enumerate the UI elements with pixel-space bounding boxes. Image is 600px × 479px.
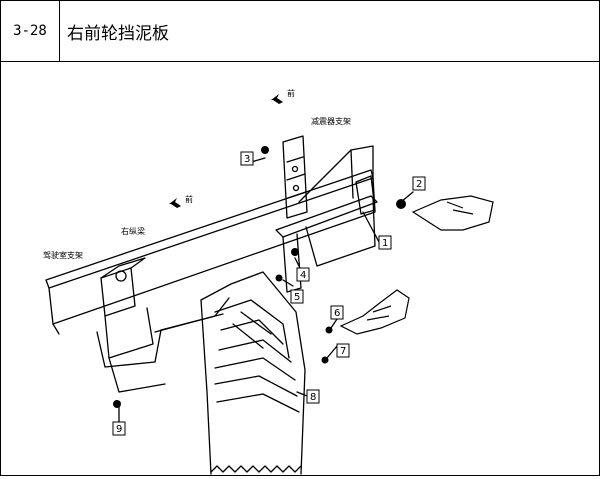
svg-text:2: 2 <box>416 179 422 190</box>
callout-8: 8 <box>306 389 320 404</box>
section-header: 3-28 右前轮挡泥板 <box>1 1 599 62</box>
front-label-top: 前 <box>287 88 295 98</box>
callout-6: 6 <box>330 305 344 320</box>
cab-bracket-label: 驾驶室支架 <box>43 250 83 260</box>
nut-9 <box>113 400 121 408</box>
svg-text:8: 8 <box>310 392 316 403</box>
front-arrow-mid <box>169 198 181 208</box>
bolt-7 <box>321 356 329 364</box>
bolt-4 <box>291 248 299 256</box>
svg-text:7: 7 <box>340 346 346 357</box>
bolt-5 <box>275 274 283 282</box>
callout-3: 3 <box>240 151 254 166</box>
callout-4: 4 <box>296 267 310 282</box>
hand-lower <box>339 289 410 335</box>
callout-7: 7 <box>336 343 350 358</box>
front-arrows <box>169 94 283 208</box>
nut-2 <box>396 199 406 209</box>
svg-text:5: 5 <box>294 292 300 303</box>
hand-upper <box>411 195 494 231</box>
svg-text:4: 4 <box>300 270 306 281</box>
callout-5: 5 <box>290 289 304 304</box>
svg-text:3: 3 <box>244 154 250 165</box>
section-title: 右前轮挡泥板 <box>67 23 169 44</box>
fender-support-arm <box>275 195 378 238</box>
callout-9: 9 <box>112 421 126 436</box>
section-number: 3-28 <box>1 1 60 61</box>
svg-text:6: 6 <box>334 308 340 319</box>
callout-1: 1 <box>378 235 392 250</box>
exploded-view-drawing: 前 前 减震器支架 右纵梁 驾驶室支架 1 2 3 4 5 6 7 8 9 <box>43 88 494 475</box>
front-arrow-top <box>271 94 283 104</box>
shock-bracket-label: 减震器支架 <box>311 116 351 126</box>
shock-bracket <box>282 135 308 219</box>
bolt-3 <box>261 146 269 154</box>
assembly-diagram: 前 前 减震器支架 右纵梁 驾驶室支架 1 2 3 4 5 6 7 8 9 <box>1 62 599 475</box>
fasteners <box>113 146 406 408</box>
right-rail-label: 右纵梁 <box>121 226 145 236</box>
callout-2: 2 <box>412 176 426 191</box>
frame-rail-face <box>48 177 376 325</box>
svg-text:1: 1 <box>382 238 388 249</box>
mudguard-panel <box>200 271 306 475</box>
svg-text:9: 9 <box>116 424 122 435</box>
callout-labels: 1 2 3 4 5 6 7 8 9 <box>112 151 426 436</box>
front-label-mid: 前 <box>185 194 193 204</box>
bolt-6 <box>325 326 333 334</box>
frame-rail-top <box>45 169 374 289</box>
rear-bracket-plate <box>298 145 374 203</box>
